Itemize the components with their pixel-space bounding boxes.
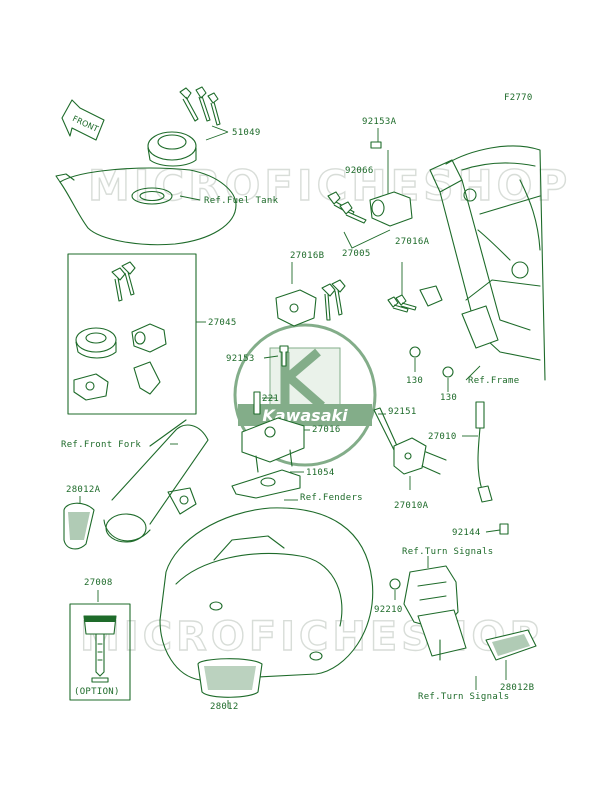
callout-ref-frame: Ref.Frame	[468, 376, 519, 386]
lock-27016A	[387, 285, 443, 313]
fuel-cap	[147, 131, 197, 167]
front-arrow-icon: FRONT	[61, 99, 105, 141]
callout-92066: 92066	[345, 166, 374, 176]
callout-ref-fenders: Ref.Fenders	[300, 493, 363, 503]
callout-11054: 11054	[306, 468, 335, 478]
callout-51049: 51049	[232, 128, 261, 138]
callout-92144: 92144	[452, 528, 481, 538]
bolt-221	[253, 391, 261, 415]
callout-27005: 27005	[342, 249, 371, 259]
callout-221: 221	[262, 394, 279, 404]
bolt-92153	[279, 345, 289, 367]
callout-130b: 130	[440, 393, 457, 403]
lock-27016B	[275, 279, 346, 327]
callout-28012B: 28012B	[500, 683, 534, 693]
callout-27010A: 27010A	[394, 501, 429, 511]
callout-92210: 92210	[374, 605, 403, 615]
nut-130a	[409, 346, 421, 358]
callout-27016A: 27016A	[395, 237, 430, 247]
set-box-27045	[67, 253, 197, 415]
frame	[429, 145, 546, 381]
screw-92144	[499, 523, 509, 535]
callout-27016B: 27016B	[290, 251, 324, 261]
fuel-tank	[55, 167, 237, 246]
callout-92153A: 92153A	[362, 117, 397, 127]
option-key-27008	[83, 615, 117, 683]
callout-130a: 130	[406, 376, 423, 386]
callout-ref-fuel-tank: Ref.Fuel Tank	[204, 196, 279, 206]
set-27045-parts	[73, 261, 167, 401]
switch-27010A	[393, 437, 447, 475]
nut-92210	[389, 578, 401, 590]
callout-92153: 92153	[226, 354, 255, 364]
screw-92153A	[370, 141, 382, 149]
reflector-28012B	[485, 629, 537, 661]
callout-92151: 92151	[388, 407, 417, 417]
callout-ref-front-fork: Ref.Front Fork	[61, 440, 141, 450]
callout-27010: 27010	[428, 432, 457, 442]
callout-27016: 27016	[312, 425, 341, 435]
option-label: (OPTION)	[74, 687, 120, 697]
callout-ref-turn-signals-b: Ref.Turn Signals	[418, 692, 510, 702]
front-fork	[103, 419, 209, 543]
reflector-28012	[197, 658, 263, 698]
switch-27010	[475, 401, 493, 503]
callout-28012: 28012	[210, 702, 239, 712]
bracket-11054	[231, 469, 301, 499]
nut-130b	[442, 366, 454, 378]
rear-fender	[159, 507, 374, 681]
lock-27016	[241, 417, 305, 473]
callout-ref-turn-signals-a: Ref.Turn Signals	[402, 547, 494, 557]
reflector-28012A	[63, 502, 95, 550]
seat-lock-27005	[327, 191, 413, 227]
option-box	[69, 603, 131, 701]
callout-28012A: 28012A	[66, 485, 101, 495]
callout-27008: 27008	[84, 578, 113, 588]
keys-51049	[179, 86, 221, 126]
plate-bracket	[403, 565, 467, 661]
callout-27045: 27045	[208, 318, 237, 328]
figure-code: F2770	[504, 93, 533, 103]
